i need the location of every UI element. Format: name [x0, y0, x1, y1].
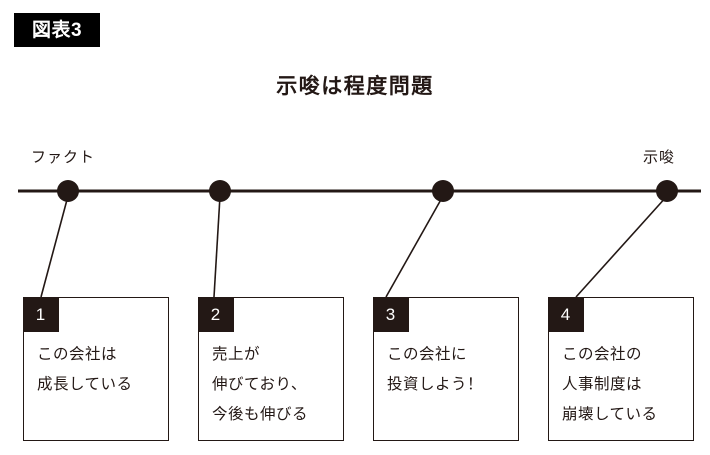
node-box-3[interactable]: 3 この会社に 投資しよう！: [372, 296, 519, 441]
node-box-3-number: 3: [372, 296, 409, 332]
node-box-1-text: この会社は 成長している: [37, 340, 160, 400]
node-box-3-line-1: この会社に: [387, 346, 468, 363]
node-box-4-line-1: この会社の: [562, 346, 643, 363]
node-box-2-line-1: 売上が: [212, 346, 261, 363]
axis-node-1[interactable]: [57, 180, 79, 202]
connector-line-2: [213, 195, 221, 298]
node-box-3-line-2: 投資しよう！: [387, 376, 484, 393]
node-box-4[interactable]: 4 この会社の 人事制度は 崩壊している: [547, 296, 694, 441]
axis-node-2[interactable]: [209, 180, 231, 202]
node-box-1-number: 1: [22, 296, 59, 332]
figure-number-badge: 図表3: [14, 13, 100, 47]
node-box-2-line-2: 伸びており、: [212, 376, 307, 393]
node-box-4-line-2: 人事制度は: [562, 376, 643, 393]
node-box-2-number: 2: [197, 296, 234, 332]
node-box-2[interactable]: 2 売上が 伸びており、 今後も伸びる: [197, 296, 344, 441]
node-box-4-line-3: 崩壊している: [562, 406, 658, 423]
axis-label-implication: 示唆: [643, 149, 676, 166]
axis-node-3[interactable]: [432, 180, 454, 202]
node-box-1-line-1: この会社は: [37, 346, 118, 363]
connector-line-4: [575, 195, 668, 298]
connector-line-3: [385, 195, 444, 298]
node-box-3-text: この会社に 投資しよう！: [387, 340, 510, 400]
node-box-1[interactable]: 1 この会社は 成長している: [22, 296, 169, 441]
axis-node-4[interactable]: [656, 180, 678, 202]
node-box-2-text: 売上が 伸びており、 今後も伸びる: [212, 340, 335, 430]
connector-line-1: [40, 195, 69, 298]
axis-label-fact: ファクト: [31, 149, 96, 166]
figure-title: 示唆は程度問題: [276, 75, 434, 98]
node-box-1-line-2: 成長している: [37, 376, 133, 393]
node-box-4-number: 4: [547, 296, 584, 332]
node-box-4-text: この会社の 人事制度は 崩壊している: [562, 340, 685, 430]
node-box-2-line-3: 今後も伸びる: [212, 406, 309, 423]
